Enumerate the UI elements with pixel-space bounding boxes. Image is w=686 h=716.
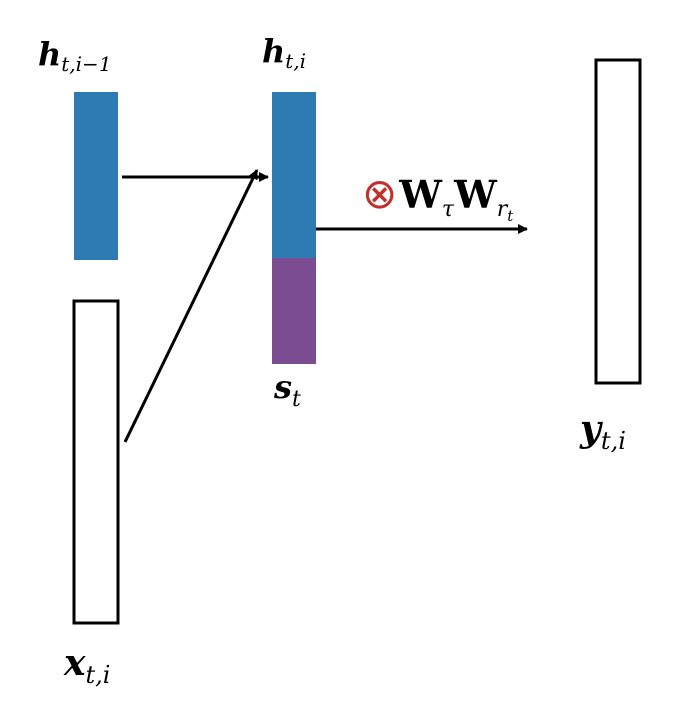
hidden-state-current-bar: [272, 92, 316, 258]
label-output-vector: yt,i: [579, 408, 626, 455]
input-vector-box: [72, 299, 120, 625]
label-hidden-prev: ht,i−1: [38, 35, 112, 76]
tensor-product-icon: ⊗: [362, 169, 397, 218]
hidden-state-prev-bar: [74, 92, 118, 260]
label-transform: ⊗WτWrt: [362, 169, 514, 225]
label-state-vector: st: [273, 368, 301, 412]
label-input-vector: xt,i: [63, 642, 110, 689]
output-vector-box: [594, 58, 642, 385]
label-hidden-current: ht,i: [262, 32, 306, 73]
state-vector-bar: [272, 258, 316, 364]
arrow-input-to-current: [123, 169, 259, 443]
